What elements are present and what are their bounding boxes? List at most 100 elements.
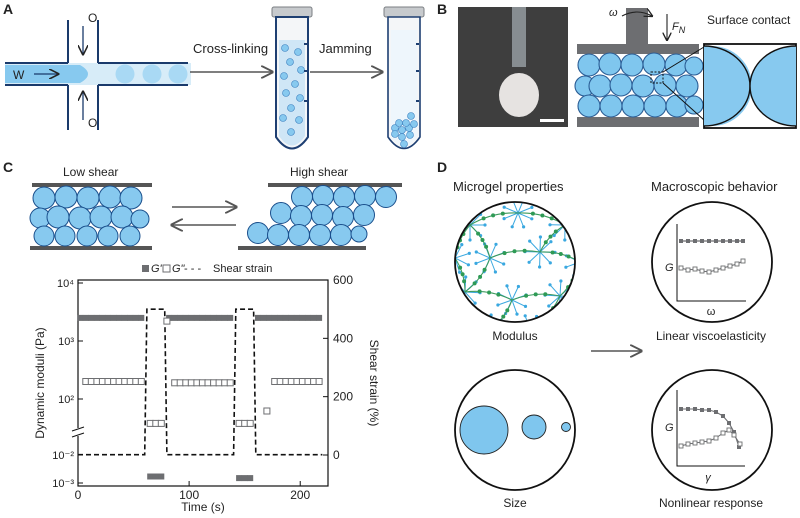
gprime-point (88, 314, 95, 321)
legend-gprime-label: G' (151, 263, 163, 275)
gprime-point (93, 314, 100, 321)
y2-tick-label: 400 (333, 331, 353, 345)
microfluidic-junction (5, 20, 191, 130)
gamma-axis-label: γ (705, 472, 712, 484)
gprime-point (282, 314, 289, 321)
legend-strain-line: - - - (184, 263, 201, 275)
y-tick-label: 10⁻² (52, 450, 74, 462)
gprime-point (171, 314, 178, 321)
y2-tick-label: 0 (333, 448, 340, 462)
x-tick-label: 0 (75, 488, 82, 502)
gprime-point (110, 314, 117, 321)
chart-legend: G' G" - - - Shear strain (142, 263, 272, 275)
gprime-point (182, 314, 189, 321)
plot-frame (77, 279, 329, 487)
y-tick-label: 10² (58, 394, 74, 406)
panel-b-label: B (437, 1, 447, 17)
omega-axis-label: ω (707, 306, 716, 318)
surface-contact-box (703, 43, 797, 129)
gprime-point (241, 475, 248, 482)
size-circle (454, 369, 576, 491)
gdoubleprime-point (315, 378, 323, 385)
y2-axis-label: Shear strain (%) (367, 340, 381, 427)
normal-force-label: FN (672, 21, 686, 35)
panel-d-label: D (437, 159, 447, 175)
low-shear-schematic (29, 183, 152, 250)
legend-gprime-marker (142, 265, 149, 272)
gprime-point (158, 473, 165, 480)
axis-break-mark (71, 426, 85, 438)
gprime-point (132, 314, 139, 321)
gprime-point (199, 314, 206, 321)
gprime-point (116, 314, 123, 321)
axis-break-gap (74, 428, 82, 436)
gprime-point (299, 314, 306, 321)
oil-top-label: O (88, 11, 97, 25)
high-shear-label: High shear (290, 165, 348, 179)
gdoubleprime-point (163, 317, 171, 325)
gprime-point (127, 314, 134, 321)
gprime-point (227, 314, 234, 321)
gprime-point (152, 473, 159, 480)
gprime-point (305, 314, 311, 321)
gprime-point (205, 314, 211, 321)
high-shear-schematic (238, 183, 402, 250)
gprime-point (293, 314, 300, 321)
gprime-point (316, 314, 323, 321)
linear-viscoelasticity-circle (651, 201, 773, 323)
gprime-point (236, 475, 243, 482)
omega-label: ω (609, 7, 618, 19)
tube-dispersed (271, 6, 313, 150)
gprime-point (193, 314, 200, 321)
nonlinear-label: Nonlinear response (659, 496, 763, 510)
modulus-label: Modulus (492, 329, 537, 343)
g-label-nonlinear: G (665, 422, 674, 434)
behavior-title: Macroscopic behavior (651, 179, 778, 194)
gprime-point (121, 314, 128, 321)
gprime-point (266, 314, 273, 321)
gprime-point (247, 475, 254, 482)
water-label: W (13, 68, 25, 82)
step-crosslinking: Cross-linking (193, 41, 268, 56)
y-tick-label: 10⁴ (57, 278, 74, 290)
gprime-point (277, 314, 284, 321)
y2-tick-label: 600 (333, 273, 353, 287)
legend-gdoubleprime-marker (162, 264, 171, 273)
gdoubleprime-point (157, 419, 165, 427)
size-label: Size (503, 496, 527, 510)
nonlinear-response-circle (651, 369, 773, 491)
gprime-point (99, 314, 106, 321)
linear-label: Linear viscoelasticity (656, 329, 766, 343)
gprime-point (147, 473, 154, 480)
gprime-point (288, 314, 295, 321)
chart-marks (77, 308, 323, 482)
gprime-point (77, 314, 84, 321)
gprime-point (210, 314, 217, 321)
y-tick-label: 10³ (58, 336, 74, 348)
g-label-linear: G (665, 262, 674, 274)
gprime-point (188, 314, 195, 321)
tube-jammed (383, 6, 425, 150)
gprime-point (105, 314, 111, 321)
gprime-point (271, 314, 278, 321)
x-tick-label: 200 (290, 488, 310, 502)
surface-contact-label: Surface contact (707, 13, 791, 27)
rheometer-schematic (574, 8, 705, 127)
y-tick-label: 10⁻³ (52, 478, 74, 490)
gprime-point (216, 314, 223, 321)
strain-line (78, 308, 323, 456)
panel-a-label: A (3, 1, 13, 17)
gdoubleprime-point (263, 407, 271, 415)
gdoubleprime-point (226, 379, 234, 387)
panel-c-label: C (3, 159, 13, 175)
x-tick-label: 100 (179, 488, 199, 502)
gprime-point (177, 314, 184, 321)
gprime-point (221, 314, 228, 321)
microgel-photo (458, 7, 568, 127)
x-axis-label: Time (s) (181, 500, 225, 514)
gdoubleprime-point (137, 378, 145, 385)
legend-strain-label: Shear strain (213, 263, 272, 275)
